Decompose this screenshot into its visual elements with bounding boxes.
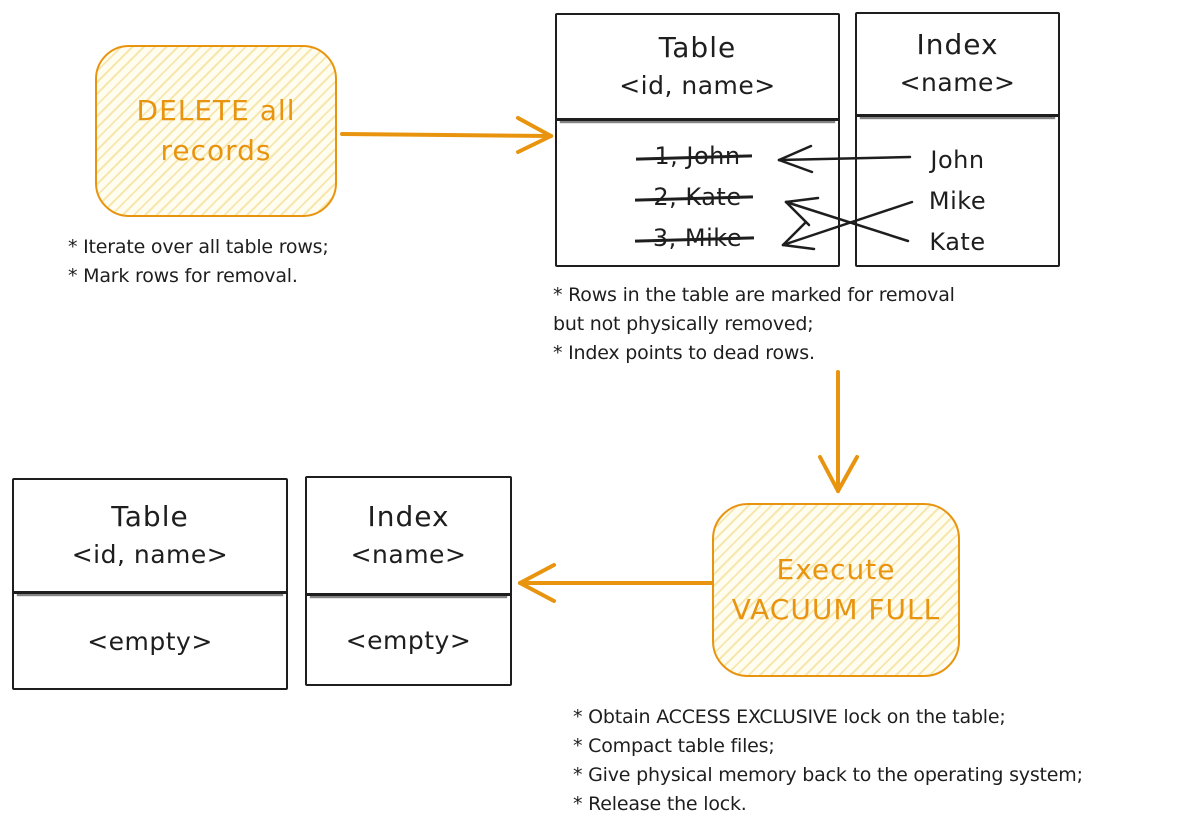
index-box-with-entries: Index <name> John Mike Kate (855, 12, 1060, 267)
table-schema: <id, name> (619, 70, 776, 100)
note-line: * Mark rows for removal. (68, 265, 298, 287)
delete-notes: * Iterate over all table rows; * Mark ro… (68, 233, 329, 291)
table-row: 1, John (654, 135, 740, 176)
note-line: * Give physical memory back to the opera… (573, 764, 1083, 786)
dead-row-text: 2, Kate (653, 182, 742, 211)
empty-placeholder: <empty> (87, 626, 213, 656)
index-header: Index <name> (307, 478, 510, 596)
empty-index-box: Index <name> <empty> (305, 476, 512, 686)
dead-row-text: 1, John (654, 141, 741, 170)
table-schema: <id, name> (71, 539, 229, 569)
empty-table-box: Table <id, name> <empty> (12, 478, 288, 690)
note-line: but not physically removed; (553, 313, 814, 335)
table-rows: 1, John 2, Kate 3, Mike (557, 121, 838, 258)
delete-step-label-line1: DELETE all (136, 94, 296, 127)
note-line: * Index points to dead rows. (553, 342, 815, 364)
vacuum-step-label-line1: Execute (776, 553, 896, 586)
arrow-down-to-vacuum-icon (818, 370, 859, 493)
table-header: Table <id, name> (557, 15, 838, 121)
vacuum-notes: * Obtain ACCESS EXCLUSIVE lock on the ta… (573, 703, 1083, 819)
note-line: * Compact table files; (573, 735, 775, 757)
vacuum-step-label-line2: VACUUM FULL (731, 593, 941, 626)
note-line: * Iterate over all table rows; (68, 236, 329, 258)
delete-step-label-line2: records (160, 134, 272, 167)
table-box-with-dead-rows: Table <id, name> 1, John 2, Kate 3, Mike (555, 13, 840, 267)
note-line: * Obtain ACCESS EXCLUSIVE lock on the ta… (573, 706, 1006, 728)
index-schema: <name> (899, 68, 1016, 97)
empty-placeholder: <empty> (345, 625, 472, 655)
index-row: Kate (929, 227, 986, 256)
arrow-delete-to-table-icon (340, 116, 553, 154)
dead-row-text: 3, Mike (652, 223, 743, 252)
table-row: 3, Mike (653, 217, 742, 258)
table-header: Table <id, name> (14, 480, 286, 594)
index-schema: <name> (350, 539, 467, 569)
table-title: Table (111, 499, 189, 533)
index-rows: John Mike Kate (857, 117, 1058, 262)
table-row: 2, Kate (653, 176, 741, 217)
index-row: Mike (928, 186, 987, 215)
index-title: Index (367, 499, 450, 533)
marked-rows-notes: * Rows in the table are marked for remov… (553, 281, 955, 368)
arrow-vacuum-to-empty-icon (518, 563, 714, 603)
index-row: John (930, 145, 985, 174)
delete-step-box: DELETE all records (95, 45, 337, 217)
vacuum-step-box: Execute VACUUM FULL (712, 503, 960, 677)
note-line: * Rows in the table are marked for remov… (553, 284, 955, 306)
index-header: Index <name> (857, 14, 1058, 117)
index-title: Index (916, 28, 999, 61)
table-title: Table (658, 30, 737, 64)
note-line: * Release the lock. (573, 793, 747, 815)
